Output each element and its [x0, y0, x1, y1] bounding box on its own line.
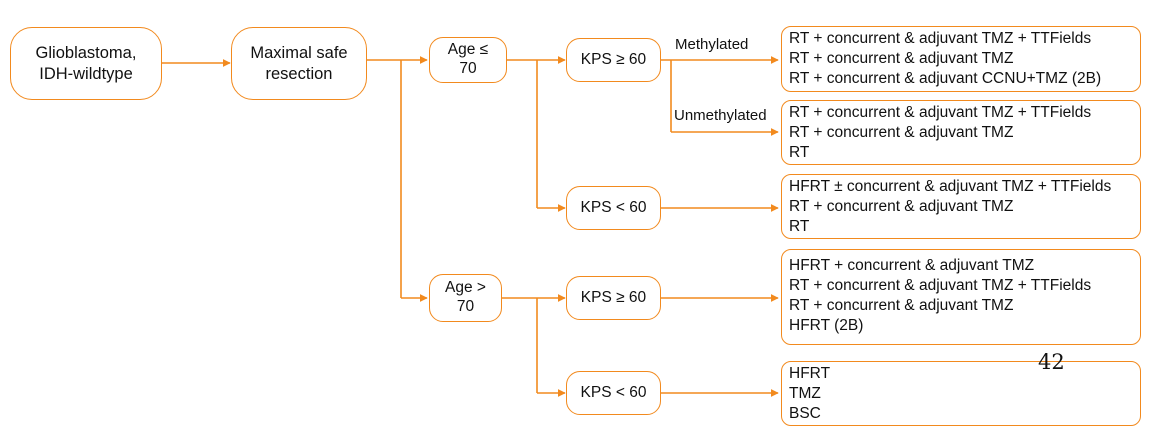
treatment-line: RT + concurrent & adjuvant TMZ — [789, 297, 1014, 314]
diagnosis-node: Glioblastoma, IDH-wildtype — [10, 27, 162, 100]
page-number: 42 — [1038, 350, 1065, 374]
treatment-line: RT + concurrent & adjuvant CCNU+TMZ (2B) — [789, 70, 1102, 87]
treatment-line: TMZ — [789, 385, 821, 402]
kps-ge-60-young-node: KPS ≥ 60 — [566, 38, 661, 82]
treatment-line: RT + concurrent & adjuvant TMZ — [789, 198, 1014, 215]
treatment-line: RT — [789, 144, 810, 161]
treatment-line: RT + concurrent & adjuvant TMZ + TTField… — [789, 277, 1092, 294]
kps-ge-60-old-node: KPS ≥ 60 — [566, 276, 661, 320]
treatment-line: RT — [789, 218, 810, 235]
diagnosis-label: Glioblastoma, IDH-wildtype — [35, 44, 137, 83]
treatment-line: BSC — [789, 405, 821, 422]
treatment-line: RT + concurrent & adjuvant TMZ — [789, 50, 1014, 67]
treatment-box-old-low-kps: HFRT TMZ BSC — [781, 361, 1141, 426]
kps-ge-60-old-label: KPS ≥ 60 — [580, 288, 647, 306]
methylated-label: Methylated — [675, 36, 749, 53]
kps-lt-60-old-node: KPS < 60 — [566, 371, 661, 415]
treatment-box-unmethylated: RT + concurrent & adjuvant TMZ + TTField… — [781, 100, 1141, 165]
age-gt-70-label: Age > 70 — [445, 279, 486, 315]
surgery-node: Maximal safe resection — [231, 27, 367, 100]
treatment-line: HFRT — [789, 365, 831, 382]
kps-lt-60-young-label: KPS < 60 — [580, 198, 647, 216]
treatment-box-methylated: RT + concurrent & adjuvant TMZ + TTField… — [781, 26, 1141, 92]
treatment-line: HFRT + concurrent & adjuvant TMZ — [789, 257, 1035, 274]
treatment-box-old-high-kps: HFRT + concurrent & adjuvant TMZ RT + co… — [781, 249, 1141, 345]
surgery-label: Maximal safe resection — [250, 44, 348, 83]
unmethylated-label: Unmethylated — [674, 107, 767, 124]
treatment-line: RT + concurrent & adjuvant TMZ + TTField… — [789, 104, 1092, 121]
treatment-line: HFRT ± concurrent & adjuvant TMZ + TTFie… — [789, 178, 1112, 195]
age-le-70-node: Age ≤ 70 — [429, 37, 507, 83]
treatment-box-young-low-kps: HFRT ± concurrent & adjuvant TMZ + TTFie… — [781, 174, 1141, 239]
kps-lt-60-old-label: KPS < 60 — [580, 383, 647, 401]
age-le-70-label: Age ≤ 70 — [447, 41, 489, 77]
treatment-line: HFRT (2B) — [789, 317, 864, 334]
treatment-line: RT + concurrent & adjuvant TMZ — [789, 124, 1014, 141]
kps-ge-60-young-label: KPS ≥ 60 — [580, 50, 647, 68]
treatment-line: RT + concurrent & adjuvant TMZ + TTField… — [789, 30, 1092, 47]
kps-lt-60-young-node: KPS < 60 — [566, 186, 661, 230]
age-gt-70-node: Age > 70 — [429, 274, 502, 322]
